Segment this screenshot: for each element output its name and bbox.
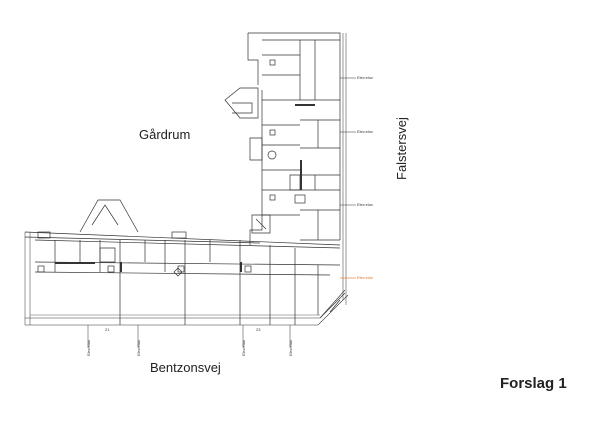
house-number: 23	[256, 327, 261, 332]
elevator-tag: Elev.elux	[86, 340, 91, 356]
elevator-tag-highlight: Elev.elux	[357, 275, 373, 280]
elevator-tag: Elev.elux	[136, 340, 141, 356]
courtyard-label: Gårdrum	[139, 127, 191, 142]
elevator-tag: Elev.elux	[357, 129, 373, 134]
elevator-tag: Elev.elux	[357, 202, 373, 207]
house-number: 21	[105, 327, 110, 332]
proposal-title: Forslag 1	[500, 375, 567, 392]
elevator-tag: Elev.elux	[288, 340, 293, 356]
street-label-east: Falstersvej	[394, 117, 409, 180]
elevator-tag: Elev.elux	[241, 340, 246, 356]
street-label-south: Bentzonsvej	[150, 360, 221, 375]
elevator-tag: Elev.elux	[357, 75, 373, 80]
